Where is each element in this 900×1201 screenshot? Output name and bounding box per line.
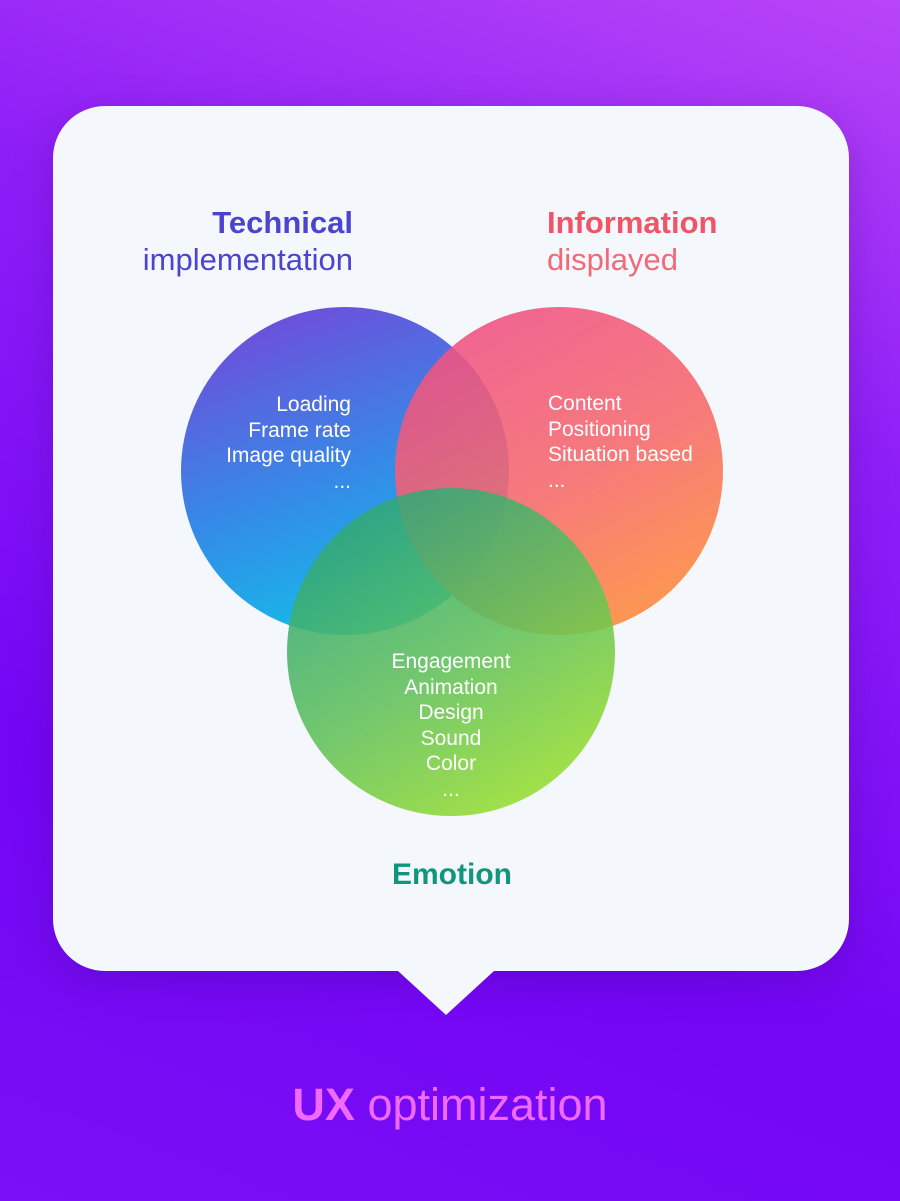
information-items: Content Positioning Situation based ... [548, 391, 693, 493]
emotion-circle [287, 488, 615, 816]
footer-title-light: optimization [367, 1079, 608, 1130]
technical-item: Loading [276, 393, 351, 416]
footer-title: UX optimization [0, 1078, 900, 1132]
technical-item: Image quality [226, 444, 351, 467]
emotion-item: Design [418, 701, 484, 724]
technical-heading-light: implementation [142, 242, 353, 277]
information-item: Content [548, 392, 622, 415]
technical-item: Frame rate [248, 418, 351, 442]
emotion-items: Engagement Animation Design Sound Color … [301, 649, 601, 802]
emotion-item: Animation [404, 675, 498, 699]
emotion-heading: Emotion [392, 858, 512, 891]
emotion-item: Color [425, 752, 477, 775]
emotion-item: Engagement [391, 650, 511, 673]
information-heading-light: displayed [547, 242, 678, 277]
technical-heading-bold: Technical [212, 205, 353, 240]
technical-items: Loading Frame rate Image quality ... [226, 392, 351, 494]
technical-item: ... [333, 469, 351, 493]
information-heading-bold: Information [547, 205, 718, 240]
emotion-item: ... [442, 777, 460, 801]
footer-title-bold: UX [292, 1079, 355, 1130]
speech-bubble-tail [398, 971, 494, 1015]
information-item: ... [548, 468, 566, 492]
technical-heading: Technical implementation [143, 204, 353, 278]
information-item: Situation based [548, 443, 693, 466]
information-heading: Information displayed [547, 204, 718, 278]
information-item: Positioning [548, 417, 651, 441]
emotion-item: Sound [420, 726, 482, 750]
